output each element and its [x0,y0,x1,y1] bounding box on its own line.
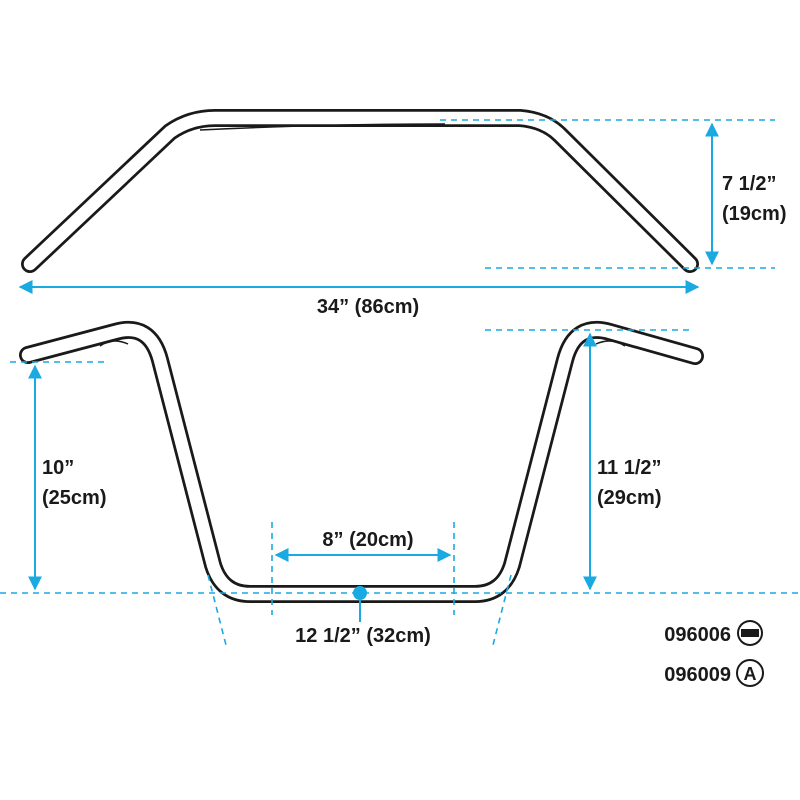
top-rise-label-line2: (19cm) [722,203,786,225]
right-rise-label-line1: 11 1/2” [597,457,662,479]
base-width-marker-dot [353,586,367,600]
left-rise-label-line1: 10” [42,457,74,479]
overall-width-label: 34” (86cm) [317,296,419,318]
part-number-1: 096006 [664,624,731,646]
center-width-label: 8” (20cm) [322,529,413,551]
handlebar-top-view [21,109,699,273]
base-width-label: 12 1/2” (32cm) [295,625,431,647]
letter-a-badge-icon: A [736,659,764,687]
top-rise-label-line1: 7 1/2” [722,173,776,195]
right-rise-label-line2: (29cm) [597,487,661,509]
badge-letter: A [744,664,757,684]
left-bend-guide [207,574,227,646]
left-rise-label-line2: (25cm) [42,487,106,509]
part-number-2: 096009 [664,664,731,686]
right-bend-guide [492,574,512,646]
minus-badge-icon [737,620,763,646]
